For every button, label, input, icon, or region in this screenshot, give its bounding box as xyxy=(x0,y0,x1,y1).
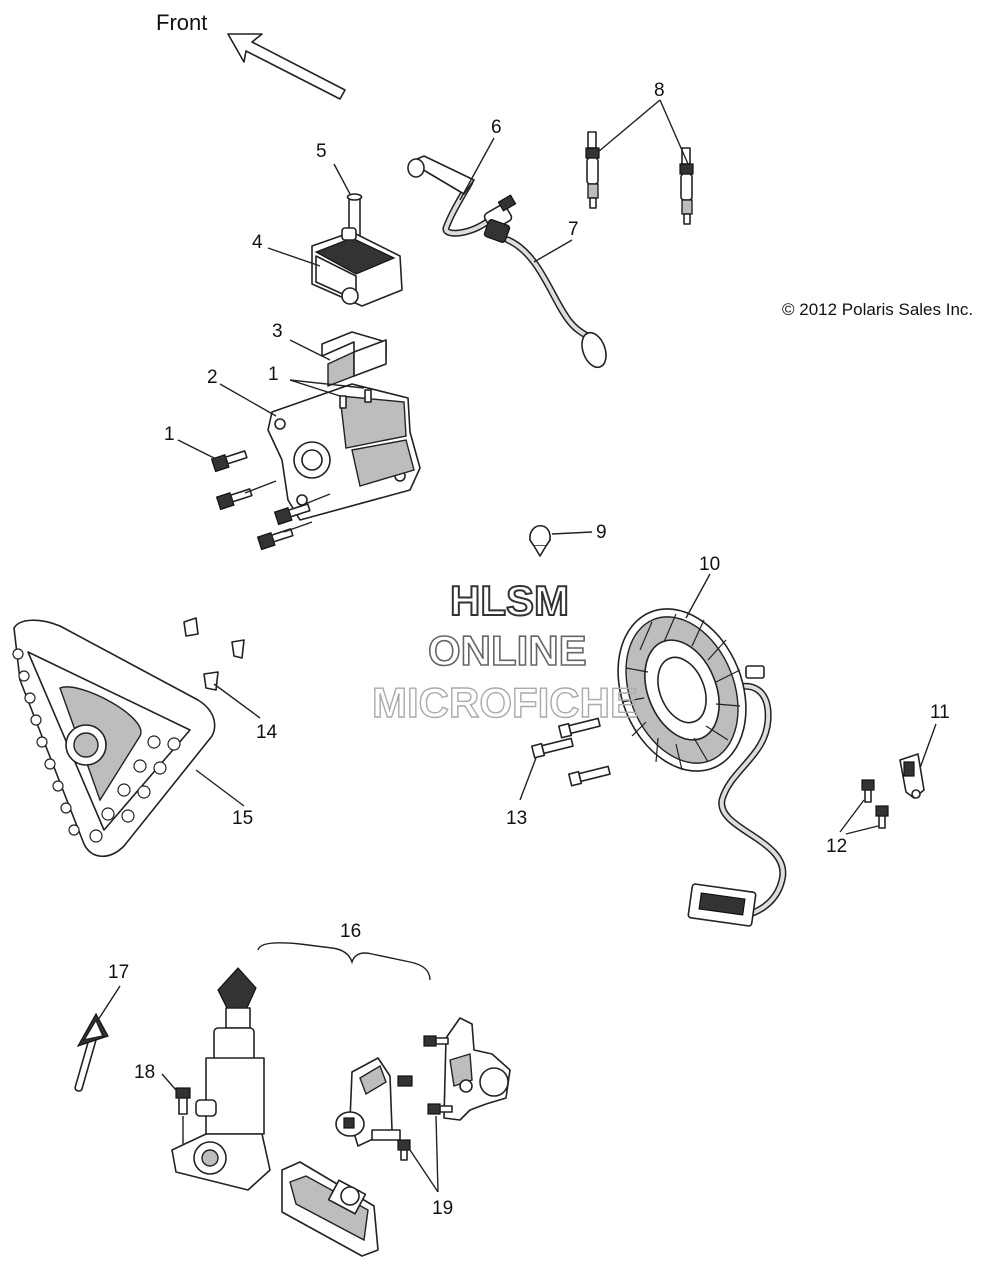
part-16-ignition-switch xyxy=(171,967,271,1191)
callout-1a: 1 xyxy=(164,424,175,445)
part-9-clip xyxy=(529,524,551,557)
stud xyxy=(364,389,372,403)
part-11-sensor xyxy=(899,753,925,799)
watermark-line-3: MICROFICHE xyxy=(372,679,638,726)
callout-6: 6 xyxy=(491,117,502,138)
leader-lines xyxy=(97,99,937,1193)
callout-15: 15 xyxy=(232,808,253,829)
part-14-clips xyxy=(183,617,245,691)
callout-8: 8 xyxy=(654,80,665,101)
callout-18: 18 xyxy=(134,1062,155,1083)
part-18-screw xyxy=(175,1087,191,1144)
part-7-spark-plug-wire xyxy=(483,219,607,369)
callout-16: 16 xyxy=(340,921,361,942)
leader xyxy=(283,521,313,533)
watermark: HLSM ONLINE MICROFICHE xyxy=(371,576,638,727)
callout-5: 5 xyxy=(316,141,327,162)
part-19-screw xyxy=(397,1139,411,1161)
part-15-panel xyxy=(12,619,216,858)
stud xyxy=(339,395,347,409)
callout-numbers: 1 1 1 2 3 4 5 6 7 8 9 10 11 12 13 14 15 … xyxy=(108,80,950,1219)
callout-7: 7 xyxy=(568,219,579,240)
callout-1b: 1 xyxy=(268,364,279,385)
part-17-key xyxy=(74,1012,109,1092)
part-6-spark-plug-wire xyxy=(407,155,517,237)
part-10-stator xyxy=(617,608,787,927)
part-16-lock-mechanism xyxy=(443,1017,511,1121)
callout-11: 11 xyxy=(930,702,950,723)
part-16-group-bracket xyxy=(257,942,431,981)
callout-19: 19 xyxy=(432,1198,453,1219)
part-19-screws xyxy=(423,1035,453,1115)
callout-3: 3 xyxy=(272,321,283,342)
callout-13: 13 xyxy=(506,808,527,829)
part-2-mounting-plate xyxy=(267,383,421,521)
part-13-bolts xyxy=(530,717,611,787)
copyright-text: © 2012 Polaris Sales Inc. xyxy=(782,300,973,319)
callout-10: 10 xyxy=(699,554,720,575)
callout-12: 12 xyxy=(826,836,847,857)
part-12-screws xyxy=(861,779,889,829)
watermark-line-2: ONLINE xyxy=(428,627,587,674)
part-16-lock-cylinder xyxy=(335,1057,413,1147)
part-16-switch-base xyxy=(281,1161,379,1257)
leader xyxy=(244,480,277,494)
callout-9: 9 xyxy=(596,522,607,543)
callout-17: 17 xyxy=(108,962,129,983)
part-3-bracket xyxy=(321,331,387,388)
callout-14: 14 xyxy=(256,722,278,743)
front-arrow xyxy=(227,33,346,100)
callout-2: 2 xyxy=(207,367,218,388)
part-8-spark-plugs xyxy=(585,131,694,225)
leader xyxy=(299,493,331,507)
watermark-line-1: HLSM xyxy=(450,577,569,624)
front-label: Front xyxy=(156,10,207,35)
part-4-ignition-coil xyxy=(311,227,403,307)
callout-4: 4 xyxy=(252,232,263,253)
